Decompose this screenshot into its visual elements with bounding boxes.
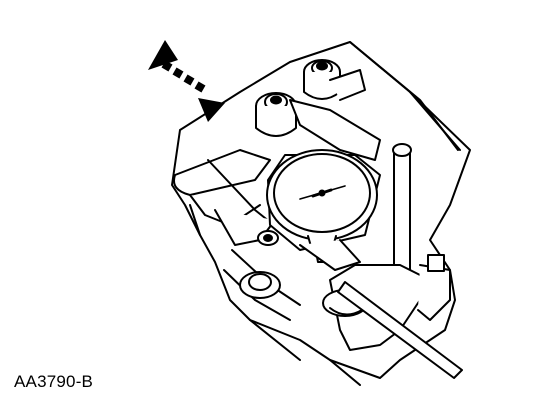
double-arrow-icon [148, 40, 225, 122]
rocker-arms [173, 69, 381, 246]
dial-indicator-icon [266, 149, 381, 271]
valve-springs [239, 59, 341, 299]
pry-rod [337, 281, 463, 379]
figure-id-label: AA3790-B [14, 372, 94, 391]
